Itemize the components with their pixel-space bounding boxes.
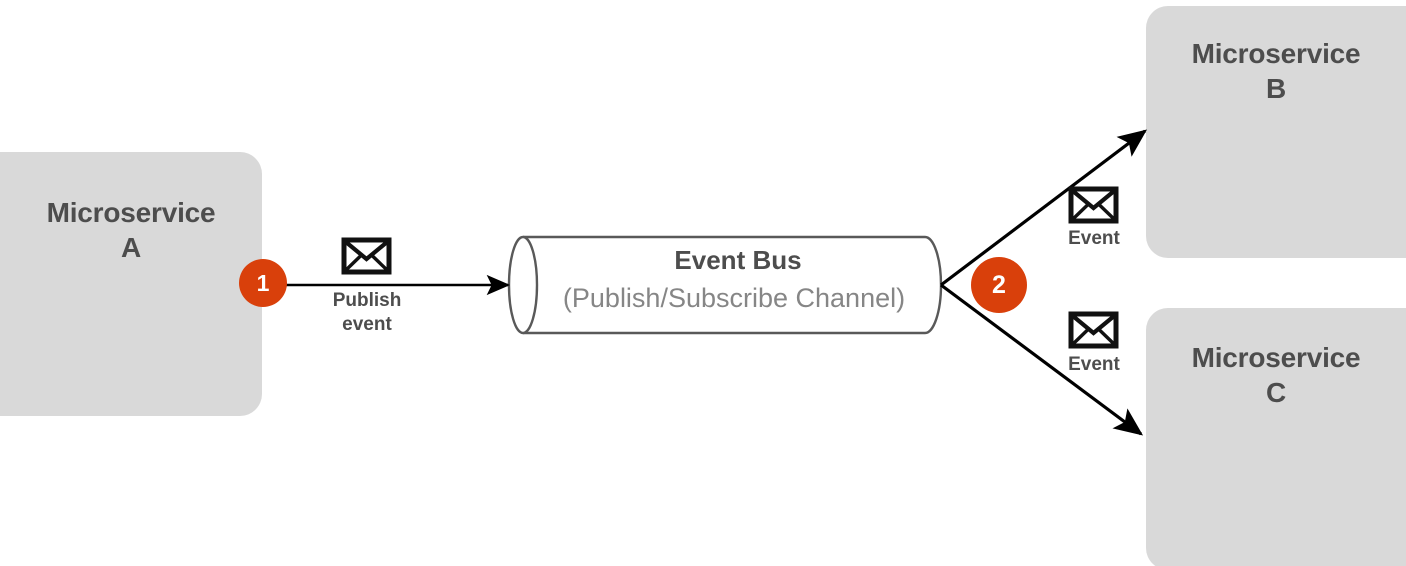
envelope-icon	[1068, 186, 1119, 224]
node-microservice-c-label: Microservice C	[1146, 340, 1406, 410]
edge-publish-label: Publish event	[332, 290, 402, 336]
node-microservice-c-line2: C	[1265, 377, 1287, 408]
node-microservice-a-line1: Microservice	[46, 197, 216, 228]
edge-deliver-c-arrow	[940, 283, 1144, 436]
node-microservice-c[interactable]: Microservice C	[1146, 308, 1406, 566]
node-microservice-b-label: Microservice B	[1146, 36, 1406, 106]
node-microservice-a[interactable]: Microservice A	[0, 152, 262, 416]
edge-deliver-c-label: Event	[1068, 354, 1120, 375]
node-microservice-b[interactable]: Microservice B	[1146, 6, 1406, 258]
event-bus-title: Event Bus	[674, 245, 802, 275]
edge-deliver-b-arrow	[940, 129, 1148, 287]
event-bus-subtitle: (Publish/Subscribe Channel)	[562, 283, 906, 313]
node-microservice-b-line2: B	[1265, 73, 1287, 104]
envelope-icon	[1068, 311, 1119, 349]
node-microservice-b-line1: Microservice	[1191, 38, 1361, 69]
envelope-icon	[341, 237, 392, 275]
node-microservice-a-line2: A	[120, 232, 142, 263]
step-badge-2[interactable]: 2	[971, 257, 1027, 313]
step-badge-1[interactable]: 1	[239, 259, 287, 307]
event-bus-cylinder[interactable]	[507, 235, 943, 335]
node-microservice-c-line1: Microservice	[1191, 342, 1361, 373]
edge-deliver-b-label: Event	[1068, 228, 1120, 249]
node-microservice-a-label: Microservice A	[0, 195, 262, 265]
